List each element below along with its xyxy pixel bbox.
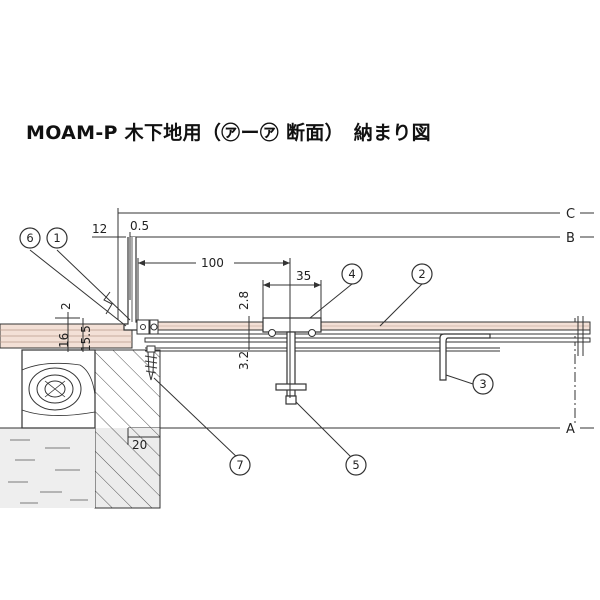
dimension-100: 100 — [137, 255, 291, 398]
level-label-b: B — [566, 231, 575, 246]
dim-label-2: 2 — [59, 302, 73, 310]
wood-joist — [21, 349, 96, 429]
callout-1: 1 — [46, 227, 68, 249]
level-line-a: A — [128, 422, 594, 437]
level-label-a: A — [566, 422, 575, 437]
dimension-28: 2.8 — [237, 291, 262, 330]
callout-3: 3 — [472, 373, 494, 395]
callout-2-label: 2 — [418, 267, 425, 281]
callout-1-label: 1 — [53, 231, 60, 245]
dim-label-155: 15.5 — [79, 325, 93, 352]
dimension-20: 20 — [127, 428, 161, 452]
page-title: MOAM-P 木下地用（㋐ー㋐ 断面） 納まり図 — [26, 122, 431, 144]
callout-7-label: 7 — [236, 458, 243, 472]
dim-label-20: 20 — [132, 438, 147, 452]
dimension-2: 2 — [55, 302, 80, 324]
dim-label-12: 12 — [92, 222, 107, 236]
dimension-32: 3.2 — [237, 330, 262, 370]
level-line-c: C — [118, 207, 594, 222]
callout-3-label: 3 — [479, 377, 486, 391]
wall-block — [0, 349, 161, 509]
callout-6: 6 — [19, 227, 41, 249]
right-floor-finish — [144, 316, 591, 356]
dim-label-32: 3.2 — [237, 351, 251, 370]
j-hook — [439, 333, 491, 381]
dim-label-28: 2.8 — [237, 291, 251, 310]
dimension-05: 0.5 — [129, 219, 149, 300]
callout-7: 7 — [229, 454, 251, 476]
callout-2: 2 — [411, 263, 433, 285]
dim-label-16: 16 — [57, 333, 71, 348]
callout-5-label: 5 — [352, 458, 359, 472]
edge-profile — [103, 237, 159, 335]
callout-4-label: 4 — [348, 267, 355, 281]
dimension-155: 15.5 — [79, 318, 93, 352]
callout-4: 4 — [341, 263, 363, 285]
dim-label-35: 35 — [296, 269, 311, 283]
level-line-b: B — [130, 231, 594, 246]
dim-label-100: 100 — [201, 256, 224, 270]
level-label-c: C — [566, 207, 575, 222]
left-floor-finish — [0, 323, 133, 349]
dimension-12: 12 — [92, 208, 126, 320]
dim-label-05: 0.5 — [130, 219, 149, 233]
callout-6-label: 6 — [26, 231, 33, 245]
dimension-16: 16 — [57, 324, 71, 352]
bracket-assembly — [262, 317, 322, 405]
dimension-35: 35 — [262, 269, 322, 318]
callout-5: 5 — [345, 454, 367, 476]
wood-screw — [144, 345, 158, 381]
